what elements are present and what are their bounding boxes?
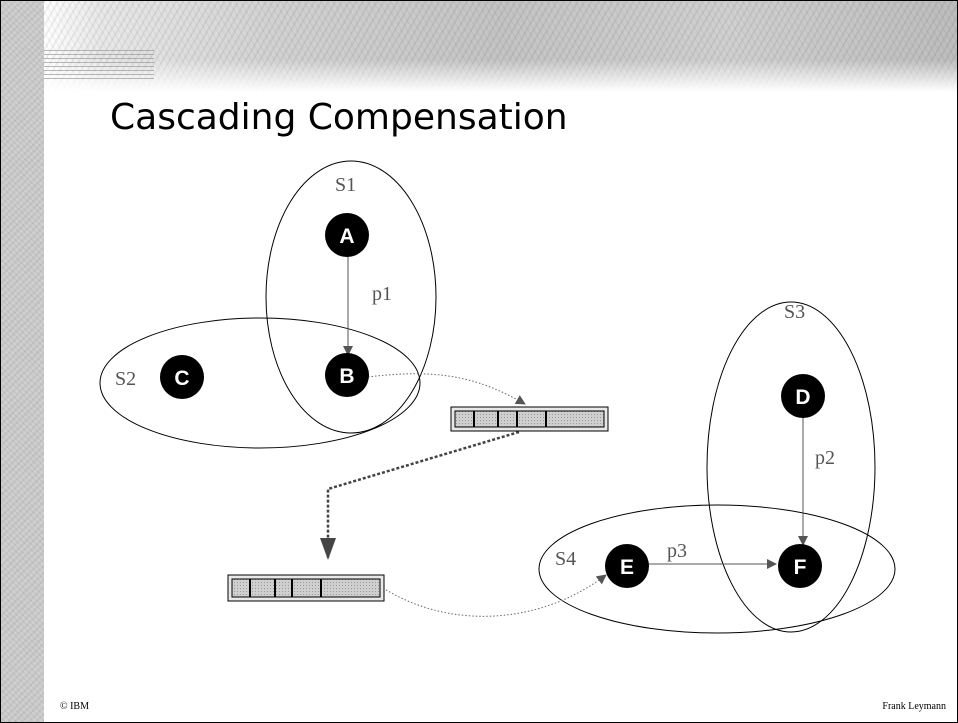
link-p2-label: p2 — [815, 447, 835, 469]
node-d: D — [781, 374, 825, 418]
message-flow-queue-to-e — [382, 574, 607, 617]
message-queue-2 — [227, 574, 385, 602]
message-queue-1 — [450, 406, 609, 432]
footer-author: Frank Leymann — [882, 701, 946, 712]
sphere-s1-label: S1 — [335, 174, 356, 196]
message-flow-b-to-queue — [367, 373, 526, 405]
node-e: E — [605, 544, 649, 588]
sphere-s2-label: S2 — [115, 368, 136, 390]
footer-copyright: © IBM — [60, 701, 89, 712]
sphere-s4-ellipse — [538, 504, 896, 634]
sphere-s2-ellipse — [99, 317, 421, 449]
node-f-label: F — [794, 556, 807, 579]
queue-transfer-arrow — [320, 430, 520, 560]
decorative-header-band — [44, 0, 958, 92]
decorative-header-stripes — [44, 50, 154, 80]
node-a: A — [325, 213, 369, 257]
sphere-s1-ellipse — [265, 160, 437, 434]
sphere-s4-label: S4 — [555, 548, 576, 570]
decorative-side-band — [0, 0, 44, 723]
node-c: C — [160, 355, 204, 399]
sphere-s3-label: S3 — [784, 301, 805, 323]
node-f: F — [778, 544, 822, 588]
node-e-label: E — [620, 556, 634, 579]
node-b-label: B — [339, 365, 354, 388]
node-a-label: A — [339, 225, 354, 248]
node-d-label: D — [795, 386, 810, 409]
sphere-s3-ellipse — [706, 301, 876, 633]
link-p1-label: p1 — [372, 283, 392, 305]
node-c-label: C — [174, 367, 189, 390]
node-b: B — [325, 353, 369, 397]
link-p3-label: p3 — [667, 540, 687, 562]
slide-title: Cascading Compensation — [110, 97, 568, 138]
